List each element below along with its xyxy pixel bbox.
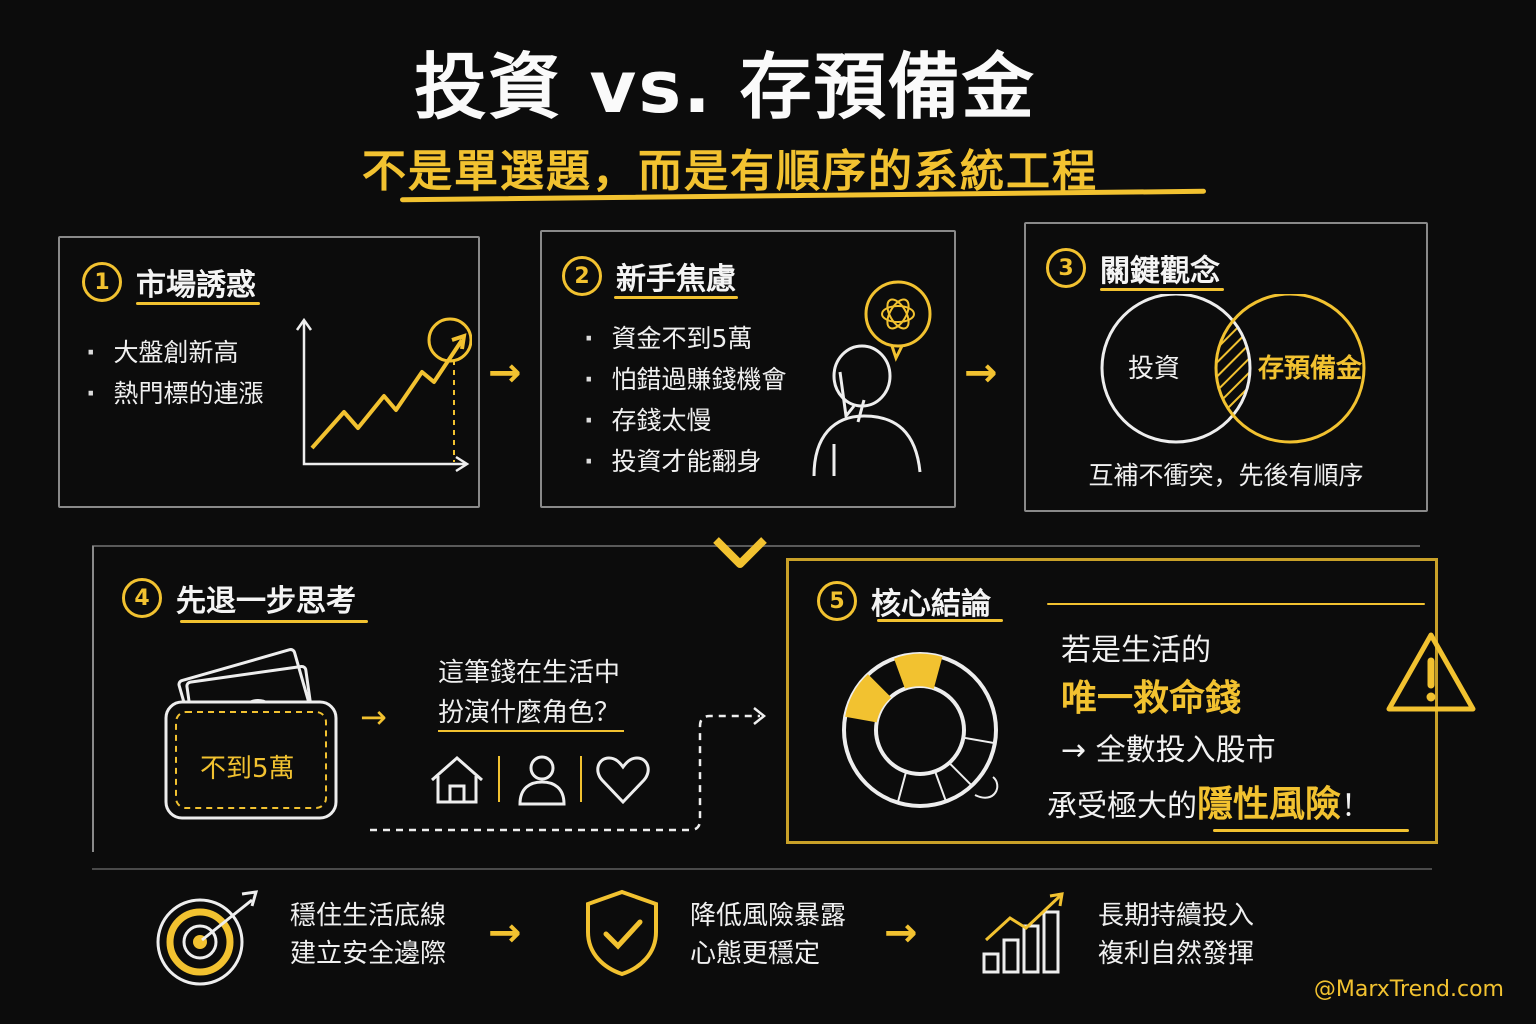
page-subtitle: 不是單選題，而是有順序的系統工程 bbox=[362, 146, 1098, 197]
question-underline bbox=[438, 730, 624, 732]
outcome-3: 長期持續投入 複利自然發揮 bbox=[1098, 897, 1254, 973]
panel-core-conclusion: 5 核心結論 若是生活的 唯一救命錢 → 全數投入股市 承受極大的隱性風險！ bbox=[786, 558, 1476, 844]
arrow-outcome-1-to-2: → bbox=[488, 910, 522, 956]
panel-novice-anxiety: 2 新手焦慮 資金不到5萬 怕錯過賺錢機會 存錢太慢 投資才能翻身 bbox=[540, 230, 956, 508]
list-item: 資金不到5萬 bbox=[584, 318, 787, 359]
heading-underline bbox=[180, 620, 368, 623]
rising-chart-icon bbox=[295, 317, 472, 473]
arrow-wallet-to-question: → bbox=[360, 698, 387, 736]
venn-diagram-icon bbox=[1100, 294, 1366, 444]
lifebuoy-icon bbox=[842, 652, 999, 808]
bullet-list: 大盤創新高 熱門標的連漲 bbox=[86, 332, 264, 414]
conclusion-line-4: 承受極大的隱性風險！ bbox=[1047, 775, 1371, 827]
panel-key-concept: 3 關鍵觀念 投資 存預備金 互補不衝突，先後有順序 bbox=[1024, 222, 1428, 512]
list-item: 存錢太慢 bbox=[584, 400, 787, 441]
conclusion-line-2: 唯一救命錢 bbox=[1061, 678, 1242, 719]
step-number-3: 3 bbox=[1046, 248, 1086, 288]
list-item: 大盤創新高 bbox=[86, 332, 264, 373]
house-icon bbox=[431, 756, 483, 804]
panel-heading: 新手焦慮 bbox=[616, 262, 736, 297]
question-line-1: 這筆錢在生活中 bbox=[438, 658, 621, 688]
heading-underline-extension bbox=[1047, 603, 1425, 605]
icon-separator bbox=[580, 756, 582, 802]
question-line-2: 扮演什麼角色？ bbox=[438, 698, 621, 728]
list-item: 投資才能翻身 bbox=[584, 441, 787, 482]
page-title: 投資 vs. 存預備金 bbox=[414, 45, 1036, 129]
venn-label-reserve: 存預備金 bbox=[1258, 354, 1363, 384]
heading-underline bbox=[877, 619, 1003, 622]
heading-underline bbox=[1100, 288, 1224, 291]
wallet-label: 不到5萬 bbox=[200, 754, 295, 784]
panel-heading: 先退一步思考 bbox=[176, 584, 356, 619]
icon-separator bbox=[498, 756, 500, 802]
bar-growth-icon bbox=[982, 892, 1064, 974]
worried-person-icon bbox=[812, 280, 932, 477]
conclusion-line-1: 若是生活的 bbox=[1061, 633, 1211, 668]
outcome-line: 穩住生活底線 bbox=[290, 901, 447, 931]
venn-label-invest: 投資 bbox=[1128, 354, 1181, 384]
panel-market-temptation: 1 市場誘惑 大盤創新高 熱門標的連漲 bbox=[58, 236, 480, 508]
heading-underline bbox=[136, 302, 260, 305]
conclusion-prefix: 承受極大的 bbox=[1047, 789, 1197, 824]
conclusion-line-3: → 全數投入股市 bbox=[1061, 733, 1276, 768]
bullet-list: 資金不到5萬 怕錯過賺錢機會 存錢太慢 投資才能翻身 bbox=[584, 318, 787, 482]
step-number-4: 4 bbox=[122, 578, 162, 618]
panel-step-back: 4 先退一步思考 不到5萬 → 這筆錢在生活中 扮演什麼角色？ bbox=[92, 546, 784, 852]
list-item: 怕錯過賺錢機會 bbox=[584, 359, 787, 400]
outcome-2: 降低風險暴露 心態更穩定 bbox=[690, 897, 846, 973]
arrow-2-to-3: → bbox=[964, 350, 998, 396]
arrow-1-to-2: → bbox=[488, 350, 522, 396]
outcome-line: 建立安全邊際 bbox=[290, 939, 447, 969]
arrow-outcome-2-to-3: → bbox=[884, 910, 918, 956]
outcome-line: 降低風險暴露 bbox=[690, 901, 847, 931]
step-number-5: 5 bbox=[817, 581, 857, 621]
outcome-line: 複利自然發揮 bbox=[1098, 939, 1255, 969]
conclusion-suffix: ！ bbox=[1341, 789, 1372, 824]
outcome-1: 穩住生活底線 建立安全邊際 bbox=[290, 897, 446, 973]
chevron-down-icon bbox=[713, 537, 767, 568]
step-number-1: 1 bbox=[82, 262, 122, 302]
venn-caption: 互補不衝突，先後有順序 bbox=[1088, 461, 1364, 490]
step-number-2: 2 bbox=[562, 256, 602, 296]
heart-icon bbox=[596, 756, 650, 805]
warning-icon bbox=[1386, 632, 1476, 712]
bottom-divider bbox=[92, 868, 1432, 870]
hidden-risk-highlight: 隱性風險 bbox=[1197, 784, 1342, 825]
watermark: @MarxTrend.com bbox=[1313, 977, 1504, 1002]
shield-check-icon bbox=[586, 889, 658, 977]
panel-heading: 關鍵觀念 bbox=[1100, 254, 1220, 289]
target-icon bbox=[156, 890, 259, 986]
wallet-icon bbox=[164, 648, 338, 820]
risk-underline bbox=[1213, 829, 1409, 832]
list-item: 熱門標的連漲 bbox=[86, 373, 264, 414]
panel-heading: 市場誘惑 bbox=[136, 268, 256, 303]
dashed-connector bbox=[370, 707, 767, 832]
heading-underline bbox=[614, 296, 738, 299]
person-icon bbox=[518, 755, 566, 806]
outcome-line: 長期持續投入 bbox=[1098, 901, 1255, 931]
panel-heading: 核心結論 bbox=[871, 587, 991, 622]
outcome-line: 心態更穩定 bbox=[690, 939, 821, 969]
